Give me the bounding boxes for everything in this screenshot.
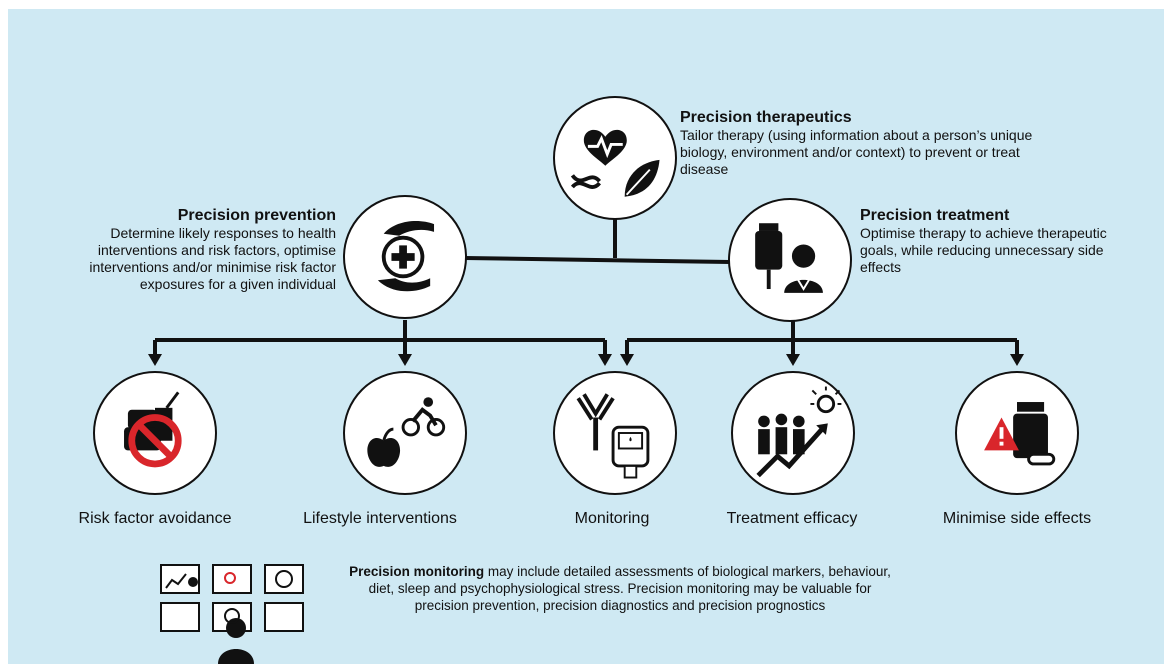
arrow-head: [786, 354, 800, 366]
outcome-label: Monitoring: [574, 510, 650, 527]
treatment-circle: [728, 198, 852, 322]
outcome-label: Minimise side effects: [942, 510, 1092, 527]
treatment-title: Precision treatment: [860, 207, 1010, 224]
prevention-title: Precision prevention: [177, 207, 336, 224]
arrow-head: [398, 354, 412, 366]
lab-screen-icon: [264, 602, 304, 632]
dna-screen-icon: [160, 602, 200, 632]
monitoring-description: Precision monitoring may include detaile…: [340, 563, 900, 614]
treatment-efficacy-circle: [731, 371, 855, 495]
arrow-head: [148, 354, 162, 366]
therapeutics-circle: [553, 96, 677, 220]
therapeutics-body: Tailor therapy (using information about …: [680, 127, 1033, 177]
therapeutics-title: Precision therapeutics: [680, 109, 852, 126]
monitoring-body: may include detailed assessments of biol…: [368, 564, 891, 613]
people-growth-icon: [756, 386, 842, 478]
iv-doctor-icon: [755, 223, 823, 293]
treatment-body: Optimise therapy to achieve therapeutic …: [860, 225, 1107, 275]
monitoring-title: Precision monitoring: [349, 564, 485, 579]
heart-dna-leaf-icon: [570, 129, 660, 197]
minimise-side-effects-circle: [955, 371, 1079, 495]
monitoring-circle: [553, 371, 677, 495]
hands-plus-icon: [377, 221, 435, 292]
prevention-body: Determine likely responses to health int…: [89, 225, 336, 292]
monitoring-screens-illustration: [160, 560, 320, 664]
horizontal-link: [464, 256, 731, 264]
globe-screen-icon: [264, 564, 304, 594]
antibody-glucometer-icon: [576, 393, 650, 479]
person-silhouette-icon: [165, 570, 293, 664]
no-junk-food-icon: [124, 391, 182, 468]
outcome-label: Risk factor avoidance: [78, 510, 232, 527]
warning-pills-icon: [984, 402, 1056, 466]
arrow-head: [1010, 354, 1024, 366]
search-screen-icon: [212, 564, 252, 594]
risk-factor-avoidance-circle: [93, 371, 217, 495]
apple-cyclist-icon: [367, 397, 446, 467]
outcome-label: Lifestyle interventions: [303, 510, 457, 527]
lifestyle-interventions-circle: [343, 371, 467, 495]
outcome-label: Treatment efficacy: [726, 510, 858, 527]
arrow-head: [598, 354, 612, 366]
arrow-head: [620, 354, 634, 366]
prevention-circle: [343, 195, 467, 319]
